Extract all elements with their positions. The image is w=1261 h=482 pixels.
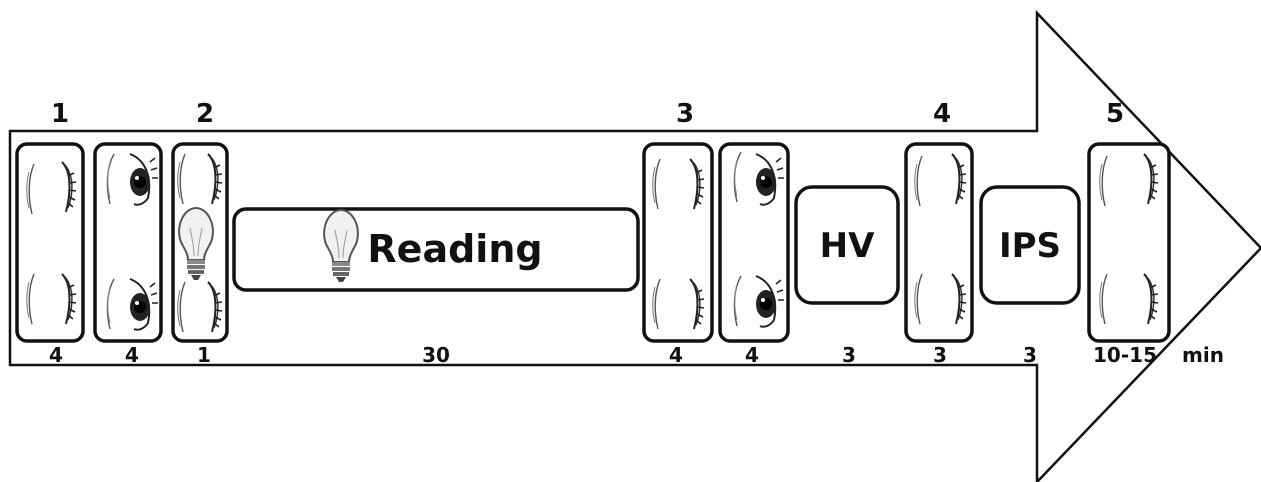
ips-label: IPS <box>999 226 1061 266</box>
reading-label: Reading <box>367 227 542 271</box>
reading-box: Reading <box>234 209 638 290</box>
eyes-closed-panel <box>17 144 83 341</box>
duration-label: 3 <box>933 343 947 367</box>
unit-label: min <box>1182 343 1224 367</box>
eyes-closed-panel <box>1089 144 1169 341</box>
duration-label: 4 <box>669 343 683 367</box>
eyes-open-panel <box>720 144 788 341</box>
duration-label: 3 <box>1023 343 1037 367</box>
eyes-closed-bulb-panel <box>173 144 227 341</box>
duration-label: 1 <box>197 343 211 367</box>
duration-label: 10-15 <box>1093 343 1157 367</box>
segment-number: 5 <box>1106 99 1124 129</box>
eyes-closed-panel <box>906 144 972 341</box>
segment-number: 4 <box>933 99 951 129</box>
segment-number: 2 <box>196 99 214 129</box>
duration-label: 4 <box>745 343 759 367</box>
duration-label: 4 <box>49 343 63 367</box>
segment-number: 1 <box>51 99 69 129</box>
hv-label: HV <box>820 226 875 266</box>
eyes-open-panel <box>95 144 161 341</box>
segment-number: 3 <box>676 99 694 129</box>
duration-label: 4 <box>125 343 139 367</box>
ips-box: IPS <box>981 187 1079 303</box>
duration-label: 30 <box>422 343 450 367</box>
hv-box: HV <box>796 187 898 303</box>
duration-label: 3 <box>842 343 856 367</box>
eyes-closed-panel <box>644 144 712 341</box>
